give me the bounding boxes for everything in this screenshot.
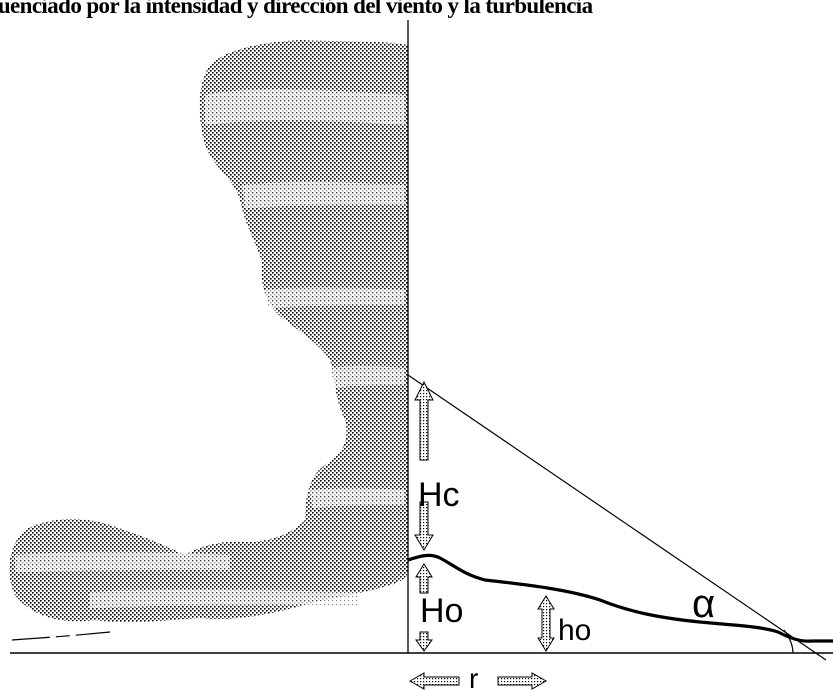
slope-line bbox=[407, 374, 827, 661]
smoke-plume bbox=[9, 40, 409, 623]
plume-light-band-7 bbox=[90, 589, 360, 608]
plume-light-band-2 bbox=[242, 181, 405, 208]
label-ho-lower: ho bbox=[558, 614, 591, 647]
plume-light-band-5 bbox=[310, 488, 405, 508]
hc-arrow-up bbox=[414, 380, 434, 461]
ho-upper-arrow-down bbox=[415, 631, 433, 652]
r-arrow-left bbox=[408, 672, 460, 690]
terrain-profile bbox=[407, 553, 833, 643]
plume-light-band-3 bbox=[265, 287, 405, 308]
diagram-title: influenciado por la intensidad y direcci… bbox=[0, 0, 593, 18]
label-r: r bbox=[469, 663, 478, 690]
label-hc: Hc bbox=[418, 476, 460, 514]
angle-arc bbox=[783, 629, 794, 654]
hc-arrow-down bbox=[414, 501, 434, 551]
plume-light-band-4 bbox=[330, 366, 405, 388]
label-ho-upper: Ho bbox=[420, 592, 463, 630]
ho-lower-double-arrow bbox=[537, 595, 555, 652]
plume-base-dash bbox=[11, 631, 111, 641]
r-arrow-right bbox=[497, 672, 548, 690]
plume-upper bbox=[9, 40, 409, 623]
label-alpha: α bbox=[692, 582, 715, 626]
ho-upper-arrow-up bbox=[415, 563, 433, 594]
plume-light-band-6 bbox=[15, 551, 230, 572]
plume-light-band-1 bbox=[205, 89, 405, 125]
